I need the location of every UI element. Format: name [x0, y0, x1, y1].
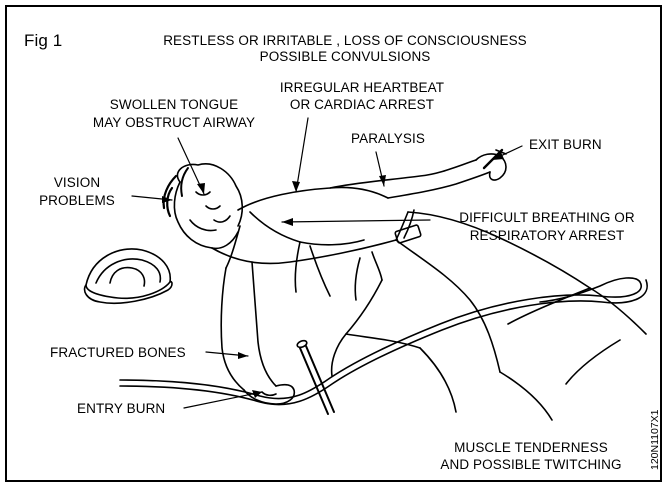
figure-code: 120N1107X1 — [649, 409, 661, 470]
label-tongue-2: MAY OBSTRUCT AIRWAY — [64, 115, 284, 131]
label-muscle-2: AND POSSIBLE TWITCHING — [420, 457, 642, 473]
label-vision-2: PROBLEMS — [27, 193, 127, 209]
figure-label: Fig 1 — [24, 33, 62, 49]
header-line-1: RESTLESS OR IRRITABLE , LOSS OF CONSCIOU… — [140, 33, 550, 49]
label-entry-burn: ENTRY BURN — [77, 401, 165, 417]
label-tongue-1: SWOLLEN TONGUE — [64, 97, 284, 113]
callout-lines — [132, 118, 522, 408]
label-vision-1: VISION — [27, 175, 127, 191]
power-cable — [120, 278, 647, 405]
label-exit-burn: EXIT BURN — [529, 137, 602, 153]
head-figure — [164, 164, 243, 249]
label-heart-2: OR CARDIAC ARREST — [262, 97, 462, 113]
label-breathing-2: RESPIRATORY ARREST — [432, 228, 662, 244]
label-fractured-bones: FRACTURED BONES — [50, 345, 186, 361]
label-muscle-1: MUSCLE TENDERNESS — [420, 440, 642, 456]
header-line-2: POSSIBLE CONVULSIONS — [140, 49, 550, 65]
label-heart-1: IRREGULAR HEARTBEAT — [262, 80, 462, 96]
body-figure — [212, 150, 646, 420]
hard-hat-icon — [85, 249, 172, 303]
label-paralysis: PARALYSIS — [351, 131, 425, 147]
label-breathing-1: DIFFICULT BREATHING OR — [432, 210, 662, 226]
